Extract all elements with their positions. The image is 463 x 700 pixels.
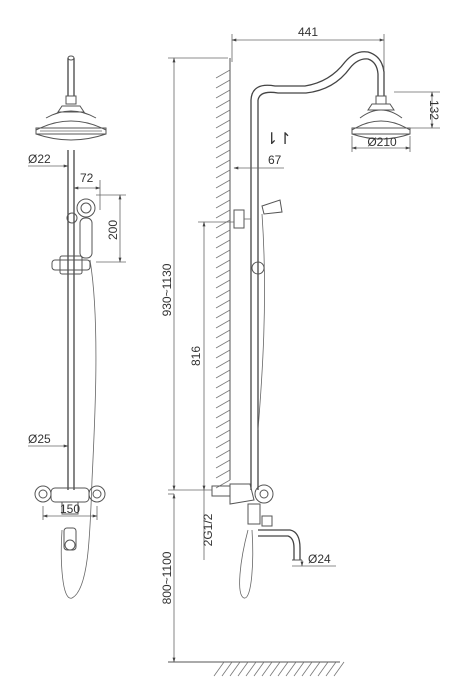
front-handshower: [66, 198, 96, 259]
dim-head-diameter: Ø210: [367, 135, 397, 149]
side-riser: [250, 51, 387, 490]
front-hose: [60, 259, 97, 599]
side-dimensions: 441 132 Ø210 ⇂↾ 67 930~1130 816 2G1/2 80…: [160, 25, 441, 663]
dim-mount-height: 800~1100: [160, 551, 174, 604]
wall-hatch: [215, 58, 231, 489]
dim-handshower-offset: 72: [80, 171, 94, 185]
front-mixer: [34, 485, 106, 551]
dim-head-height: 132: [427, 100, 441, 120]
dim-total-height: 930~1130: [160, 263, 174, 316]
front-dimensions: Ø22 72 200 Ø25 150: [28, 152, 126, 520]
flow-direction-arrows: ⇂↾: [265, 131, 292, 148]
side-mixer: [211, 483, 302, 599]
dim-rail-diameter: Ø25: [28, 432, 51, 446]
dim-arm-reach: 441: [298, 25, 318, 39]
dim-holder-height: 200: [106, 220, 120, 240]
dim-rail-diameter-top: Ø22: [28, 152, 51, 166]
dim-connection-height: 816: [189, 346, 203, 366]
front-view: [34, 55, 107, 599]
side-handshower: [233, 199, 283, 431]
front-slider: [51, 255, 91, 275]
dim-mixer-centers: 150: [60, 502, 80, 516]
front-shower-head: [35, 95, 107, 141]
floor-hatch: [168, 661, 345, 677]
dim-wall-offset: 67: [268, 153, 282, 167]
side-shower-head: [351, 103, 411, 140]
dim-spout-diameter: Ø24: [308, 552, 331, 566]
dim-thread-size: 2G1/2: [201, 513, 215, 546]
